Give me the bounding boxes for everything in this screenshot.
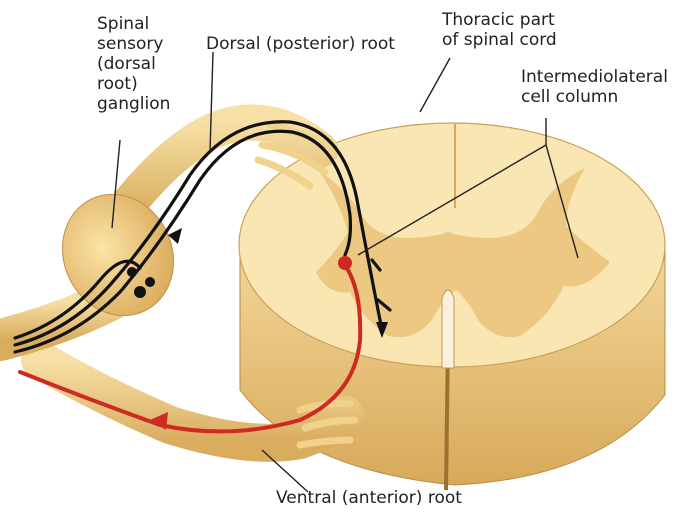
label-ventral-root: Ventral (anterior) root	[276, 488, 462, 508]
motor-cell-body	[338, 256, 352, 270]
anterior-median-fissure	[442, 290, 454, 368]
sensory-cell-body-2	[145, 277, 155, 287]
sensory-cell-body-1	[134, 286, 146, 298]
label-thoracic-spinal-cord: Thoracic part of spinal cord	[442, 10, 557, 50]
sensory-cell-body-3	[127, 267, 137, 277]
label-dorsal-root: Dorsal (posterior) root	[206, 34, 395, 54]
label-intermediolateral-cell-column: Intermediolateral cell column	[521, 67, 668, 107]
leader-thoracic	[420, 58, 450, 112]
label-spinal-ganglion: Spinal sensory (dorsal root) ganglion	[97, 14, 170, 114]
